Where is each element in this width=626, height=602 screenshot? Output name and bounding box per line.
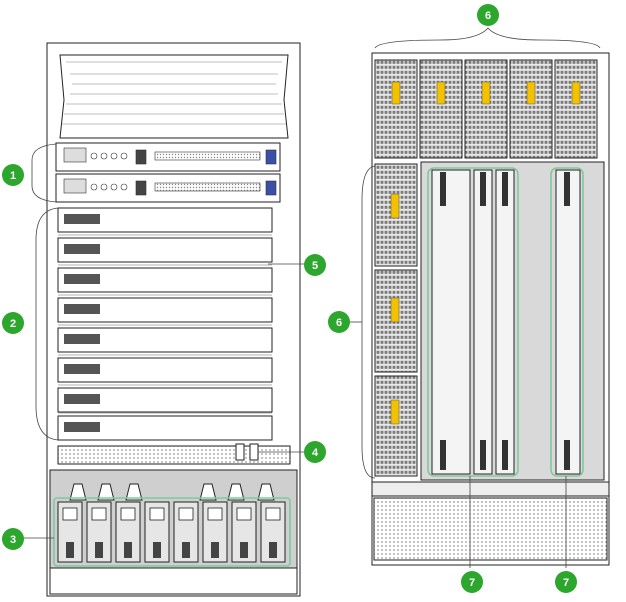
bracket-top-fans [374, 27, 601, 49]
handle-icon [97, 483, 115, 501]
power-outlet-icon [207, 507, 223, 521]
fan-tray-icon [374, 59, 418, 159]
power-outlet-icon [265, 507, 281, 521]
callout-label: 2 [10, 318, 16, 330]
fabric-highlight [550, 167, 584, 477]
callout-label: 5 [312, 260, 318, 272]
front-brackets [20, 143, 305, 539]
psu-highlight [53, 497, 291, 567]
callout-circle [328, 311, 350, 333]
callout-4: 4 [304, 441, 326, 463]
fabric-modules [431, 169, 581, 475]
callout-label: 6 [336, 317, 342, 329]
callout-label: 1 [10, 170, 16, 182]
fabric-module [473, 169, 493, 475]
fan-tray-icon [419, 59, 463, 159]
power-handles [69, 483, 275, 501]
fan-tray-icon [509, 59, 553, 159]
handle-icon [125, 483, 143, 501]
callout-1: 1 [2, 164, 24, 186]
callout-circle [461, 571, 483, 593]
rear-vent [373, 497, 608, 561]
rear-brackets [350, 27, 601, 568]
fan-tray-icon [464, 59, 508, 159]
card-slot [57, 267, 273, 293]
power-outlet-icon [120, 507, 136, 521]
rear-highlights [427, 167, 584, 477]
callout-circle [304, 254, 326, 276]
side-fan-trays [374, 163, 418, 477]
power-outlet-icon [236, 507, 252, 521]
callout-circle [477, 4, 499, 26]
power-outlet-icon [91, 507, 107, 521]
callout-7-right: 7 [555, 571, 577, 593]
bracket-side-fans [361, 165, 376, 479]
callout-circle [304, 441, 326, 463]
callout-6-side: 6 [328, 311, 350, 333]
fabric-module [431, 169, 471, 475]
front-base [49, 567, 298, 595]
power-outlet-icon [149, 507, 165, 521]
power-outlet-icon [178, 507, 194, 521]
handle-icon [199, 483, 217, 501]
fabric-highlight [427, 167, 519, 477]
callout-label: 7 [563, 577, 569, 589]
bracket-cards [35, 207, 59, 441]
handle-icon [257, 483, 275, 501]
fabric-module [495, 169, 515, 475]
rear-chassis [371, 52, 610, 566]
handle-icon [227, 483, 245, 501]
rear-handle-bar [371, 481, 610, 497]
callout-circle [555, 571, 577, 593]
bracket-mpu [31, 143, 57, 203]
interface-card-slots [57, 207, 273, 441]
callout-label: 3 [10, 534, 16, 546]
top-fan-trays [374, 59, 598, 159]
power-outlets [62, 507, 281, 521]
callout-5: 5 [304, 254, 326, 276]
callout-circle [2, 312, 24, 334]
front-chassis [46, 42, 301, 597]
power-outlet-icon [62, 507, 78, 521]
callout-label: 6 [485, 10, 491, 22]
callout-circle [2, 528, 24, 550]
handle-icon [69, 483, 87, 501]
callout-2: 2 [2, 312, 24, 334]
esd-jack [249, 443, 259, 461]
callout-label: 7 [469, 577, 475, 589]
callout-circle [2, 164, 24, 186]
fan-tray-icon [374, 375, 418, 477]
fabric-module [555, 169, 581, 475]
front-chassis-hood [59, 54, 289, 139]
fan-tray-icon [554, 59, 598, 159]
callout-6-top: 6 [477, 4, 499, 26]
front-vent [57, 445, 291, 465]
mpu-slots [55, 142, 281, 203]
callout-3: 3 [2, 528, 24, 550]
callout-label: 4 [312, 447, 319, 459]
esd-jack [235, 443, 245, 461]
callout-7-left: 7 [461, 571, 483, 593]
